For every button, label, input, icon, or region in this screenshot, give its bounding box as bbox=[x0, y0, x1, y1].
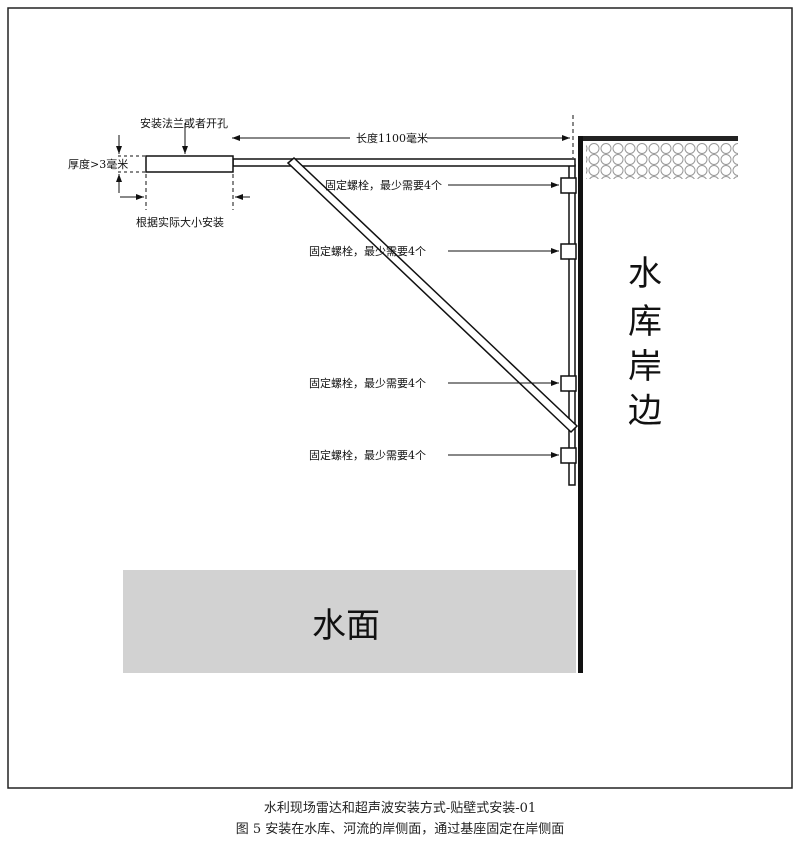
caption-title: 水利现场雷达和超声波安装方式-贴壁式安装-01 bbox=[263, 801, 537, 816]
bank-char: 库 bbox=[628, 302, 662, 342]
bolt-label: 固定螺栓，最少需要4个 bbox=[309, 376, 426, 390]
length-label: 长度1100毫米 bbox=[356, 131, 428, 145]
water-area bbox=[123, 570, 576, 673]
horizontal-arm bbox=[232, 158, 576, 167]
bolts bbox=[560, 177, 577, 464]
gravel bbox=[586, 143, 738, 179]
bank-wall bbox=[578, 136, 583, 673]
ground-surface bbox=[580, 136, 738, 141]
bolt bbox=[560, 447, 577, 464]
flange bbox=[145, 155, 234, 173]
bolt bbox=[560, 177, 577, 194]
bank-char: 水 bbox=[628, 254, 662, 294]
bolt bbox=[560, 375, 577, 392]
caption-figure: 图 5 安装在水库、河流的岸侧面，通过基座固定在岸侧面 bbox=[235, 822, 565, 837]
bank-char: 岸 bbox=[628, 347, 662, 387]
flange-label: 安装法兰或者开孔 bbox=[140, 116, 228, 130]
thickness-label: 厚度>3毫米 bbox=[68, 157, 128, 171]
bolt-label: 固定螺栓，最少需要4个 bbox=[325, 178, 442, 192]
bank-char: 边 bbox=[628, 391, 662, 431]
mounting-plate bbox=[568, 164, 576, 486]
diagonal-brace bbox=[286, 156, 579, 434]
bolt-label: 固定螺栓，最少需要4个 bbox=[309, 244, 426, 258]
bolt-label: 固定螺栓，最少需要4个 bbox=[309, 448, 426, 462]
frame bbox=[7, 7, 793, 789]
size-note-label: 根据实际大小安装 bbox=[136, 215, 224, 229]
water-surface-label: 水面 bbox=[312, 606, 380, 646]
bank-label: 水 库 岸 边 bbox=[628, 254, 662, 431]
bolt bbox=[560, 243, 577, 260]
